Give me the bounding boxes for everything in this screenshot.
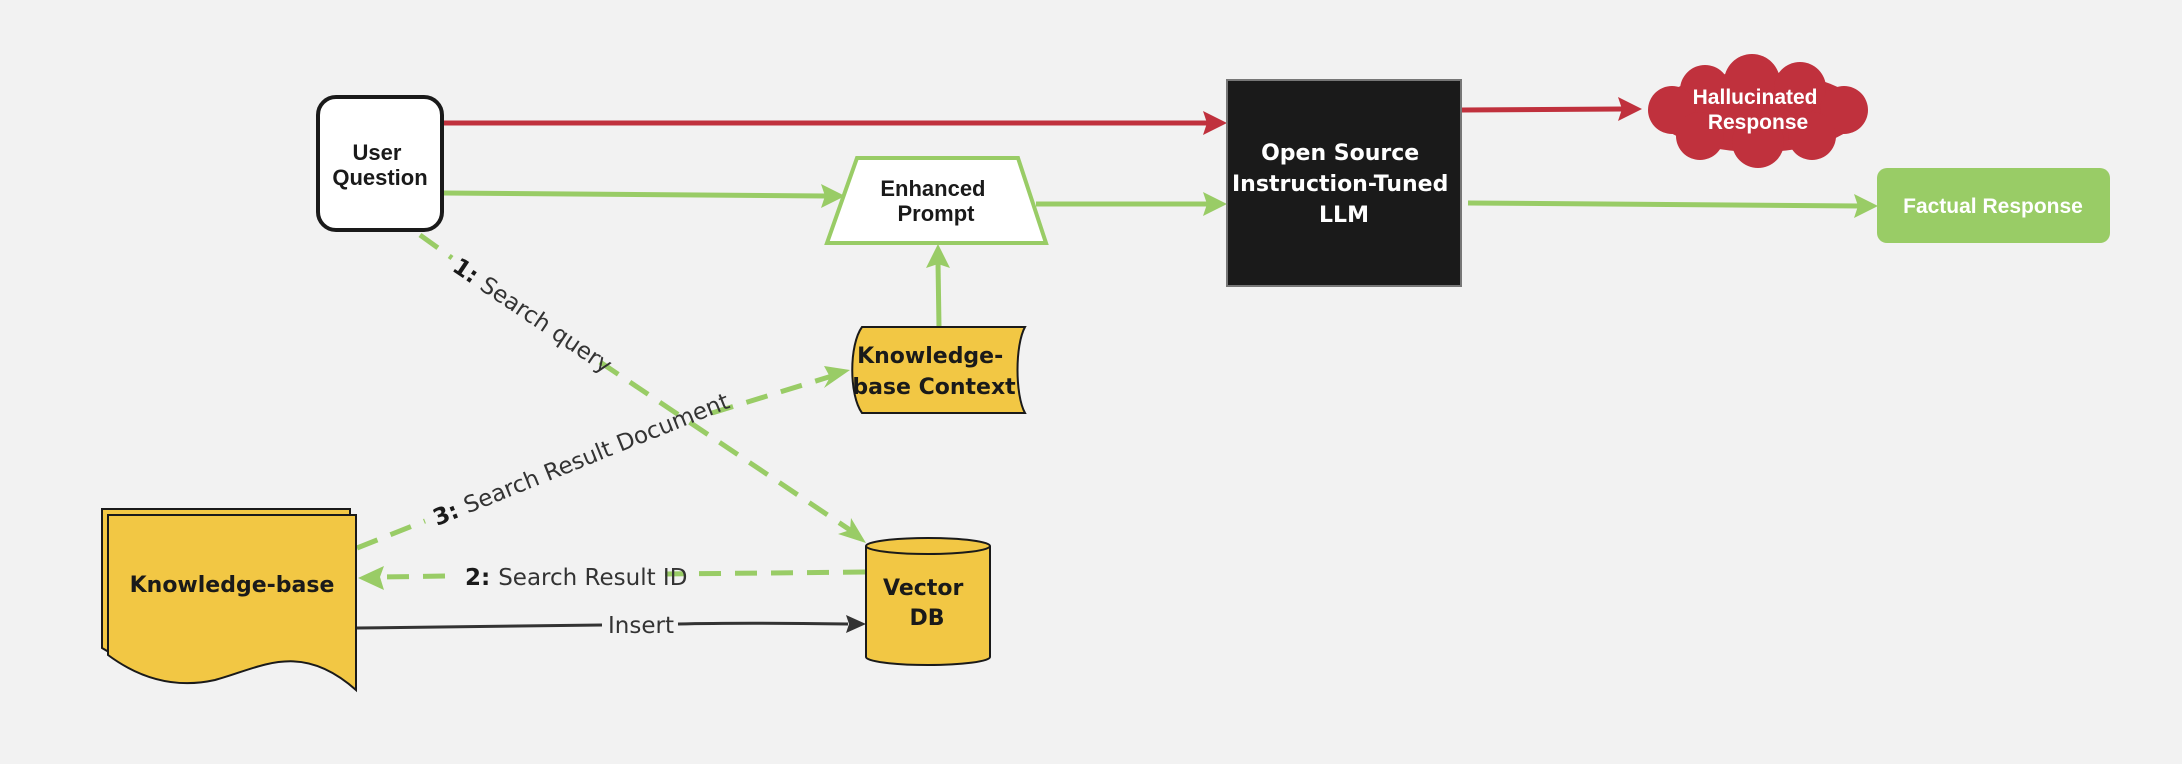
edge-llm-to-factual [1467,194,1878,218]
edge-search-query [418,232,866,543]
kb-context-line-1: Knowledge- [857,344,1003,369]
hallucinated-response-node: Hallucinated Response [1648,54,1868,168]
kb-context-line-2: base Context [852,375,1016,400]
llm-node: Open Source Instruction-Tuned LLM [1226,79,1462,287]
edge-search-result-document [356,366,850,551]
search-query-label: 1:Search query [448,253,617,379]
vector-db-line-1: Vector [883,576,963,601]
search-result-id-num: 2: [465,565,490,591]
svg-text:Open Source Instruction-: Open Source Instruction-Tuned LLM [1232,141,1456,228]
edge-question-to-prompt [442,184,845,208]
edge-context-to-prompt [926,244,950,328]
search-query-num: 1: [448,253,483,289]
llm-line-3: LLM [1319,203,1369,228]
kb-context-node: Knowledge- base Context [851,326,1027,414]
user-question-node: User Question [316,95,444,232]
enhanced-prompt-line-2: Prompt [898,201,976,226]
llm-line-1: Open Source [1261,141,1419,166]
knowledge-base-node: Knowledge-base [101,508,357,693]
svg-text:Vector DB: Vector DB [883,576,971,631]
user-question-line-1: User [352,140,401,165]
search-result-document-text: Search Result Document [460,389,733,519]
svg-text:User Question: User Question [332,140,427,190]
insert-label: Insert [608,613,674,639]
factual-response-node: Factual Response [1877,168,2110,243]
search-result-id-label: 2: Search Result ID [465,565,687,591]
search-result-document-num: 3: [430,498,463,532]
knowledge-base-label: Knowledge-base [130,573,335,598]
edge-question-to-llm [443,111,1227,135]
search-result-document-label: 3:Search Result Document [430,389,734,532]
svg-text:Knowledge- base Context: Knowledge- base Context [852,344,1016,400]
edge-prompt-to-llm [1036,192,1227,216]
hallucinated-line-2: Response [1708,111,1808,134]
user-question-line-2: Question [332,165,427,190]
edge-search-result-id [358,566,866,590]
search-result-id-text: Search Result ID [498,565,687,591]
edge-insert [356,615,866,633]
enhanced-prompt-node: Enhanced Prompt [824,156,1049,245]
svg-text:Hallucinated Response: Hallucinated Response [1693,86,1824,134]
factual-response-label: Factual Response [1903,195,2083,218]
svg-text:Enhanced Prompt: Enhanced Prompt [880,176,991,226]
hallucinated-line-1: Hallucinated [1693,86,1818,109]
edge-llm-to-hallucinated [1461,97,1642,121]
vector-db-line-2: DB [909,606,944,631]
llm-line-2: Instruction-Tuned [1232,172,1448,197]
vector-db-node: Vector DB [865,537,991,666]
search-query-text: Search query [475,272,616,379]
enhanced-prompt-line-1: Enhanced [880,176,985,201]
